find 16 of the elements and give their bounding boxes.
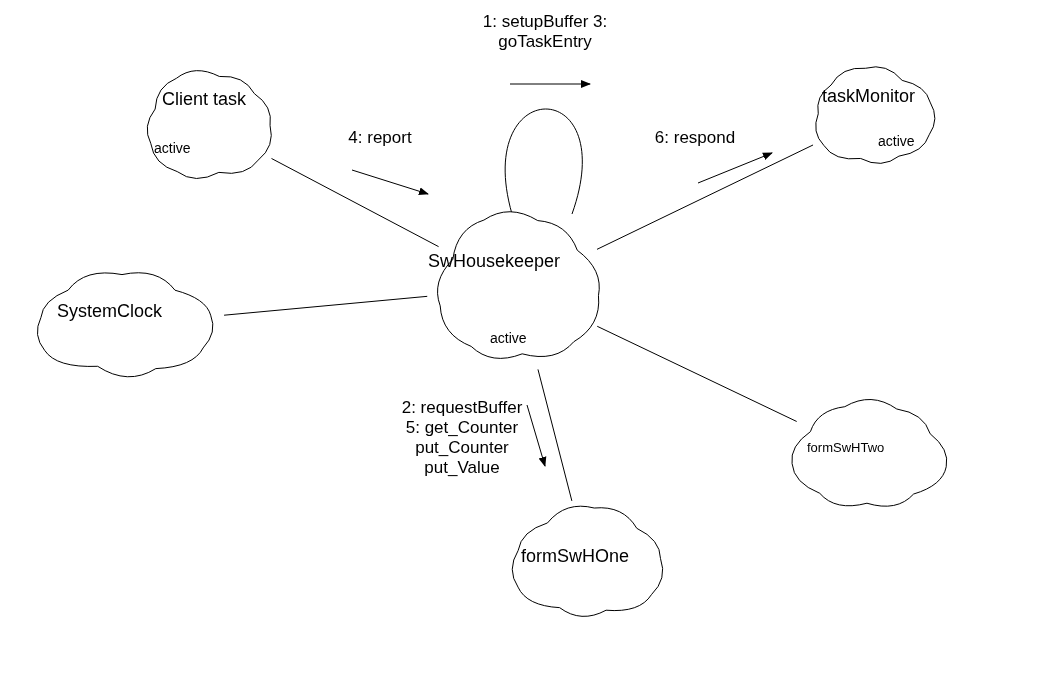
link-line [596, 144, 814, 250]
link-line [271, 158, 440, 248]
object-name: formSwHOne [521, 545, 630, 568]
link-line [223, 295, 428, 316]
object-name: Client task [162, 88, 247, 111]
object-name: SystemClock [57, 300, 163, 323]
state-label: active [878, 133, 915, 151]
state-label: active [154, 140, 191, 158]
message-label: 2: requestBuffer 5: get_Counter put_Counter put_Value [400, 398, 524, 478]
object-name: SwHousekeeper [428, 250, 561, 273]
object-name: formSwHTwo [807, 440, 885, 457]
object-name: taskMonitor [822, 85, 916, 108]
link-line [596, 325, 798, 422]
link-line [537, 368, 573, 502]
state-label: active [490, 330, 527, 348]
self-loop-line [505, 108, 583, 215]
